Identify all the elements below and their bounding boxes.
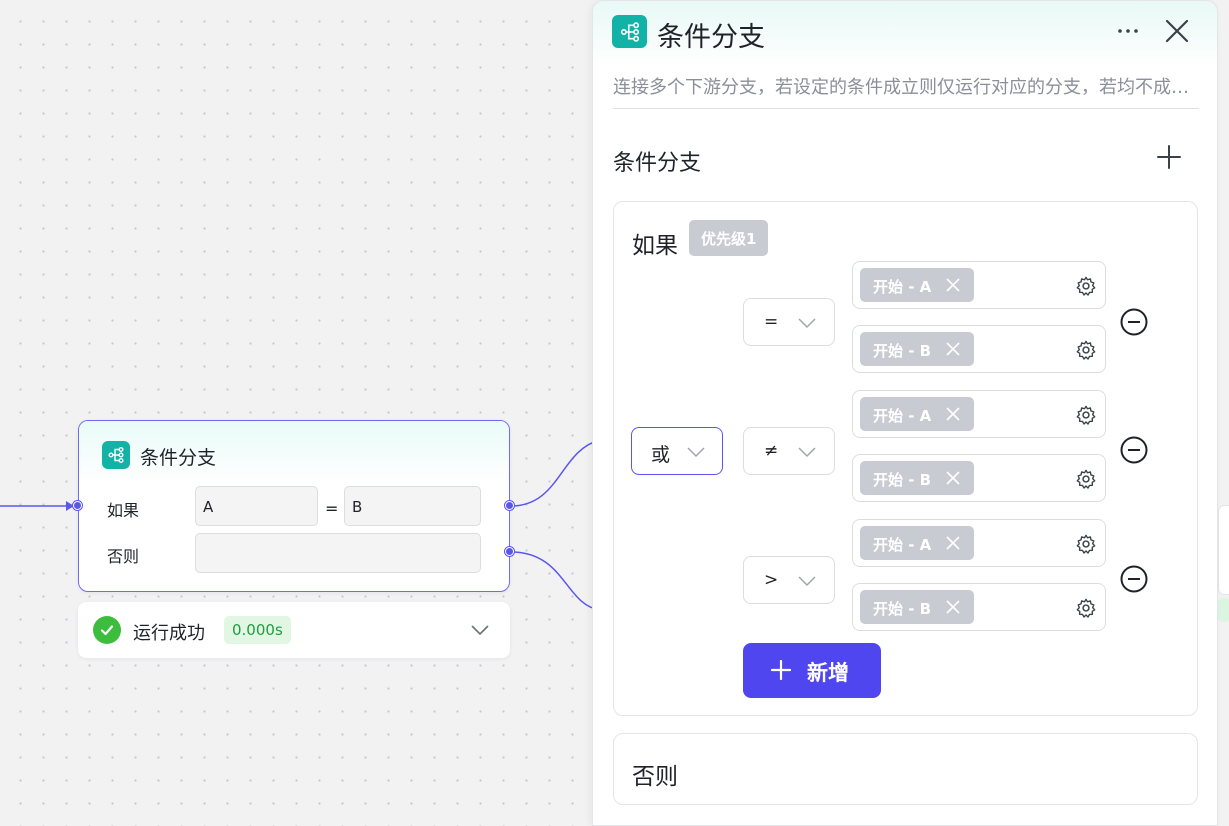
close-icon[interactable] [945, 406, 961, 422]
gear-icon[interactable] [1075, 339, 1097, 361]
close-icon[interactable] [945, 277, 961, 293]
node-else-box [195, 533, 481, 573]
if-branch-card: 如果 优先级1 或 = 开始 - A 开始 - B [613, 201, 1198, 716]
plus-icon [771, 660, 791, 680]
variable-tag-label: 开始 - A [873, 407, 932, 425]
variable-tag: 开始 - B [860, 332, 974, 366]
condition-left-field[interactable]: 开始 - A [852, 519, 1106, 567]
condition-right-field[interactable]: 开始 - B [852, 583, 1106, 631]
minus-circle-icon[interactable] [1119, 307, 1149, 337]
else-branch-label: 否则 [632, 764, 678, 790]
condition-right-field[interactable]: 开始 - B [852, 454, 1106, 502]
variable-tag: 开始 - B [860, 590, 974, 624]
downstream-node[interactable] [1218, 505, 1229, 595]
gear-icon[interactable] [1075, 404, 1097, 426]
condition-left-field[interactable]: 开始 - A [852, 390, 1106, 438]
gear-icon[interactable] [1075, 597, 1097, 619]
close-icon[interactable] [1163, 17, 1191, 45]
input-port[interactable] [73, 501, 82, 510]
condition-operator-value: = [764, 312, 779, 332]
close-icon[interactable] [945, 599, 961, 615]
chevron-down-icon [798, 318, 816, 329]
variable-tag: 开始 - A [860, 397, 974, 431]
variable-tag-label: 开始 - B [873, 342, 932, 360]
node-right-operand: B [344, 486, 481, 526]
node-left-operand: A [195, 486, 318, 526]
priority-badge: 优先级1 [689, 220, 769, 256]
panel-description: 连接多个下游分支，若设定的条件成立则仅运行对应的分支，若均不成立则运行否则分支 [613, 77, 1199, 98]
condition-operator-value: ≠ [764, 441, 779, 461]
condition-operator-select[interactable]: ≠ [743, 427, 835, 475]
gear-icon[interactable] [1075, 275, 1097, 297]
else-output-port[interactable] [505, 547, 514, 556]
branch-icon [612, 15, 647, 48]
chevron-down-icon [798, 447, 816, 458]
condition-operator-value: > [764, 570, 779, 590]
variable-tag: 开始 - B [860, 461, 974, 495]
node-title: 条件分支 [140, 447, 217, 469]
panel-header: 条件分支 [593, 1, 1217, 111]
panel-title: 条件分支 [657, 22, 765, 53]
run-status-text: 运行成功 [133, 623, 205, 644]
gear-icon[interactable] [1075, 533, 1097, 555]
more-icon[interactable] [1114, 17, 1142, 45]
run-status-card[interactable]: 运行成功 0.000s [78, 602, 510, 658]
close-icon[interactable] [945, 470, 961, 486]
logic-operator-value: 或 [651, 444, 671, 466]
node-if-label: 如果 [107, 501, 140, 520]
variable-tag-label: 开始 - A [873, 536, 932, 554]
variable-tag-label: 开始 - B [873, 600, 932, 618]
branch-icon [102, 441, 130, 469]
section-title: 条件分支 [613, 151, 702, 176]
gear-icon[interactable] [1075, 468, 1097, 490]
chevron-down-icon [687, 447, 705, 458]
minus-circle-icon[interactable] [1119, 564, 1149, 594]
panel-divider [613, 108, 1199, 109]
close-icon[interactable] [945, 535, 961, 551]
else-branch-edge [510, 551, 601, 611]
chevron-down-icon [798, 576, 816, 587]
condition-right-field[interactable]: 开始 - B [852, 325, 1106, 373]
condition-left-field[interactable]: 开始 - A [852, 261, 1106, 309]
plus-icon[interactable] [1155, 143, 1183, 171]
condition-operator-select[interactable]: > [743, 556, 835, 604]
check-circle-icon [93, 616, 121, 644]
node-else-label: 否则 [107, 547, 140, 566]
node-operator: = [325, 499, 339, 518]
variable-tag-label: 开始 - A [873, 278, 932, 296]
variable-tag: 开始 - A [860, 526, 974, 560]
condition-operator-select[interactable]: = [743, 298, 835, 346]
add-condition-button[interactable]: 新增 [743, 643, 881, 698]
chevron-down-icon[interactable] [470, 620, 490, 640]
downstream-status [1216, 598, 1229, 622]
condition-branch-node[interactable]: 条件分支 如果 A = B 否则 [78, 420, 510, 592]
variable-tag-label: 开始 - B [873, 471, 932, 489]
config-panel: 条件分支 连接多个下游分支，若设定的条件成立则仅运行对应的分支，若均不成立则运行… [592, 0, 1218, 826]
incoming-arrow [66, 501, 74, 511]
if-branch-edge [510, 439, 601, 507]
variable-tag: 开始 - A [860, 268, 974, 302]
minus-circle-icon[interactable] [1119, 435, 1149, 465]
branch-if-label: 如果 [632, 233, 678, 259]
if-output-port[interactable] [505, 501, 514, 510]
logic-operator-select[interactable]: 或 [631, 427, 723, 475]
run-time-badge: 0.000s [224, 616, 291, 644]
node-header: 条件分支 [79, 421, 509, 485]
add-condition-label: 新增 [807, 661, 849, 685]
else-branch-card: 否则 [613, 733, 1198, 805]
close-icon[interactable] [945, 341, 961, 357]
